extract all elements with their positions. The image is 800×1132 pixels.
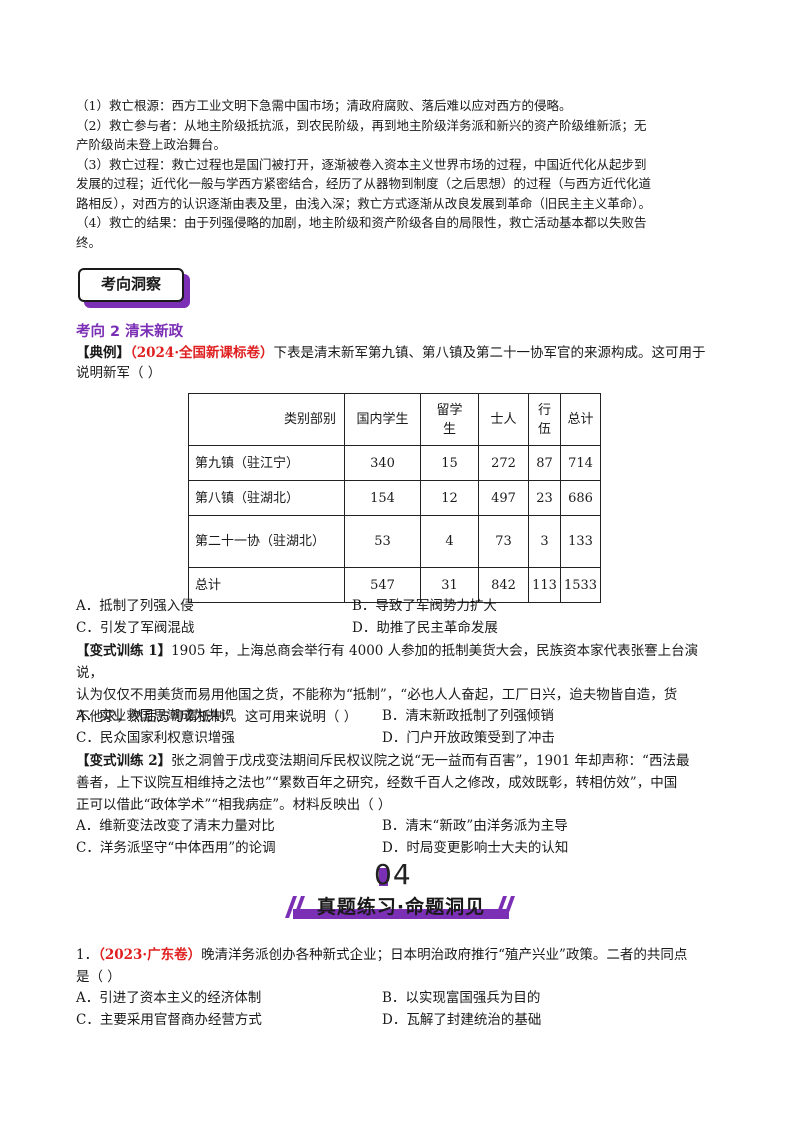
option-c[interactable]: C．主要采用官督商办经营方式 bbox=[76, 1011, 262, 1028]
table-row: 第九镇（驻江宁） 340 15 272 87 714 bbox=[188, 445, 601, 481]
drill1-line: 1905 年，上海总商会举行有 4000 人参加的抵制美货大会，民族资本家代表张… bbox=[76, 643, 699, 681]
option-a[interactable]: A．实业救国思潮成为共识 bbox=[76, 708, 235, 724]
option-a[interactable]: A．抵制了列强入侵 bbox=[76, 598, 194, 614]
q1-source: （2023·广东卷） bbox=[98, 947, 202, 963]
example-stem-line1: 下表是清末新军第九镇、第八镇及第二十一协军官的来源构成。这可用于 bbox=[273, 345, 706, 361]
table-cell: 497 bbox=[478, 480, 529, 516]
officer-source-table: 类别部别 国内学生 留学生 士人 行伍 总计 第九镇（驻江宁） 340 15 2… bbox=[188, 393, 601, 603]
drill2-line: 张之洞曾于戊戌变法期间斥民权议院之说“无一益而有百害”，1901 年却声称：“西… bbox=[171, 753, 690, 769]
part-title: 真题练习·命题洞见 bbox=[316, 896, 486, 918]
table-cell: 第八镇（驻湖北） bbox=[188, 480, 345, 516]
table-header-cell: 国内学生 bbox=[344, 393, 421, 446]
intro-paragraph: （1）救亡根源：西方工业文明下急需中国市场；清政府腐败、落后难以应对西方的侵略。… bbox=[76, 96, 716, 252]
option-a[interactable]: A．维新变法改变了清末力量对比 bbox=[76, 818, 275, 834]
number-accent bbox=[379, 868, 388, 886]
table-cell: 73 bbox=[478, 515, 529, 568]
option-d[interactable]: D．时局变更影响士大夫的认知 bbox=[382, 839, 569, 856]
table-cell: 3 bbox=[528, 515, 561, 568]
option-c[interactable]: C．引发了军阀混战 bbox=[76, 619, 195, 636]
option-d[interactable]: D．瓦解了封建统治的基础 bbox=[382, 1011, 542, 1028]
table-cell: 第二十一协（驻湖北） bbox=[188, 515, 345, 568]
table-header-cell: 类别部别 bbox=[188, 393, 345, 446]
intro-line: 发展的过程；近代化一般与学西方紧密结合，经历了从器物到制度（之后思想）的过程（与… bbox=[76, 176, 652, 191]
q1-number: 1． bbox=[76, 947, 99, 963]
intro-line: （4）救亡的结果：由于列强侵略的加剧，地主阶级和资产阶级各自的局限性，救亡活动基… bbox=[76, 215, 647, 230]
option-d[interactable]: D．门户开放政策受到了冲击 bbox=[382, 729, 555, 746]
drill2-line: 正可以借此“政体学术”“相我病症”。材料反映出（ ） bbox=[76, 797, 392, 813]
example-options: A．抵制了列强入侵 B．导致了军阀势力扩大 C．引发了军阀混战 D．助推了民主革… bbox=[76, 596, 716, 639]
badge-frame bbox=[78, 268, 184, 302]
table-cell: 1533 bbox=[560, 567, 601, 603]
banner-bar bbox=[293, 909, 509, 919]
intro-line: （2）救亡参与者：从地主阶级抵抗派，到农民阶级，再到地主阶级洋务派和新兴的资产阶… bbox=[76, 117, 647, 133]
table-cell: 340 bbox=[344, 445, 421, 481]
table-cell: 总计 bbox=[188, 567, 345, 603]
option-b[interactable]: B．清末新政抵制了列强倾销 bbox=[382, 708, 554, 724]
option-d[interactable]: D．助推了民主革命发展 bbox=[352, 619, 498, 636]
option-b[interactable]: B．清末“新政”由洋务派为主导 bbox=[382, 818, 568, 834]
table-row: 第八镇（驻湖北） 154 12 497 23 686 bbox=[188, 480, 601, 516]
table-header-cell: 总计 bbox=[560, 393, 601, 446]
drill1-tag: 【变式训练 1】 bbox=[76, 643, 172, 659]
table-cell: 87 bbox=[528, 445, 561, 481]
example-stem: 【典例】（2024·全国新课标卷）下表是清末新军第九镇、第八镇及第二十一协军官的… bbox=[76, 344, 716, 383]
q1-stem: 1．（2023·广东卷）晚清洋务派创办各种新式企业；日本明治政府推行“殖产兴业”… bbox=[76, 944, 716, 988]
drill1-line: 认为仅仅不用美货而易用他国之货，不能称为“抵制”，“必也人人奋起，工厂日兴，迨夫… bbox=[76, 687, 678, 703]
table-cell: 第九镇（驻江宁） bbox=[188, 445, 345, 481]
intro-line: 终。 bbox=[76, 234, 102, 250]
table-header-cell: 留学生 bbox=[420, 393, 479, 446]
table-cell: 113 bbox=[528, 567, 561, 603]
section-title: 考向 2 清末新政 bbox=[76, 324, 184, 340]
table-cell: 272 bbox=[478, 445, 529, 481]
intro-line: （1）救亡根源：西方工业文明下急需中国市场；清政府腐败、落后难以应对西方的侵略。 bbox=[76, 98, 572, 113]
example-tag: 【典例】 bbox=[76, 345, 130, 361]
table-cell: 133 bbox=[560, 515, 601, 568]
table-cell: 4 bbox=[420, 515, 479, 568]
q1-stem-line2: 是（ ） bbox=[76, 969, 121, 985]
drill2-line: 善者，上下议院互相维持之法也”“累数百年之研究，经数千百人之修改，成效既彰，转相… bbox=[76, 775, 678, 791]
part-number: 04 bbox=[374, 858, 412, 891]
option-b[interactable]: B．导致了军阀势力扩大 bbox=[352, 598, 497, 614]
drill1-stem: 【变式训练 1】1905 年，上海总商会举行有 4000 人参加的抵制美货大会，… bbox=[76, 640, 716, 728]
table-header-cell: 行伍 bbox=[528, 393, 561, 446]
drill1-line: 不他求，然后方可谓抵制”。这可用来说明（ ） bbox=[76, 709, 358, 725]
table-cell: 686 bbox=[560, 480, 601, 516]
table-cell: 15 bbox=[420, 445, 479, 481]
intro-line: 路相反），对西方的认识逐渐由表及里，由浅入深；救亡方式逐渐从改良发展到革命（旧民… bbox=[76, 195, 652, 211]
example-stem-line2: 说明新军（ ） bbox=[76, 364, 162, 381]
q1-options: A．引进了资本主义的经济体制 B．以实现富国强兵为目的 C．主要采用官督商办经营… bbox=[76, 988, 716, 1031]
section-badge: 考向洞察 bbox=[78, 268, 190, 308]
intro-line: （3）救亡过程：救亡过程也是国门被打开，逐渐被卷入资本主义世界市场的过程，中国近… bbox=[76, 156, 647, 172]
table-header-cell: 士人 bbox=[478, 393, 529, 446]
drill2-stem: 【变式训练 2】张之洞曾于戊戌变法期间斥民权议院之说“无一益而有百害”，1901… bbox=[76, 750, 716, 816]
badge-label: 考向洞察 bbox=[100, 275, 161, 293]
table-cell: 842 bbox=[478, 567, 529, 603]
drill1-options: A．实业救国思潮成为共识 B．清末新政抵制了列强倾销 C．民众国家利权意识增强 … bbox=[76, 706, 716, 749]
part-banner: 真题练习·命题洞见 bbox=[283, 893, 519, 923]
drill2-tag: 【变式训练 2】 bbox=[76, 753, 172, 769]
q1-stem-line1: 晚清洋务派创办各种新式企业；日本明治政府推行“殖产兴业”政策。二者的共同点 bbox=[201, 947, 688, 963]
table-cell: 53 bbox=[344, 515, 421, 568]
table-header-row: 类别部别 国内学生 留学生 士人 行伍 总计 bbox=[188, 393, 601, 446]
table-cell: 154 bbox=[344, 480, 421, 516]
table-row: 第二十一协（驻湖北） 53 4 73 3 133 bbox=[188, 515, 601, 568]
table-cell: 23 bbox=[528, 480, 561, 516]
option-c[interactable]: C．民众国家利权意识增强 bbox=[76, 729, 235, 746]
table-cell: 12 bbox=[420, 480, 479, 516]
option-c[interactable]: C．洋务派坚守“中体西用”的论调 bbox=[76, 839, 276, 856]
drill2-options: A．维新变法改变了清末力量对比 B．清末“新政”由洋务派为主导 C．洋务派坚守“… bbox=[76, 816, 716, 859]
table-cell: 714 bbox=[560, 445, 601, 481]
table-row: 总计 547 31 842 113 1533 bbox=[188, 567, 601, 603]
example-source: （2024·全国新课标卷） bbox=[130, 345, 274, 361]
option-a[interactable]: A．引进了资本主义的经济体制 bbox=[76, 990, 262, 1006]
table-cell: 31 bbox=[420, 567, 479, 603]
option-b[interactable]: B．以实现富国强兵为目的 bbox=[382, 990, 541, 1006]
intro-line: 产阶级尚未登上政治舞台。 bbox=[76, 137, 227, 152]
